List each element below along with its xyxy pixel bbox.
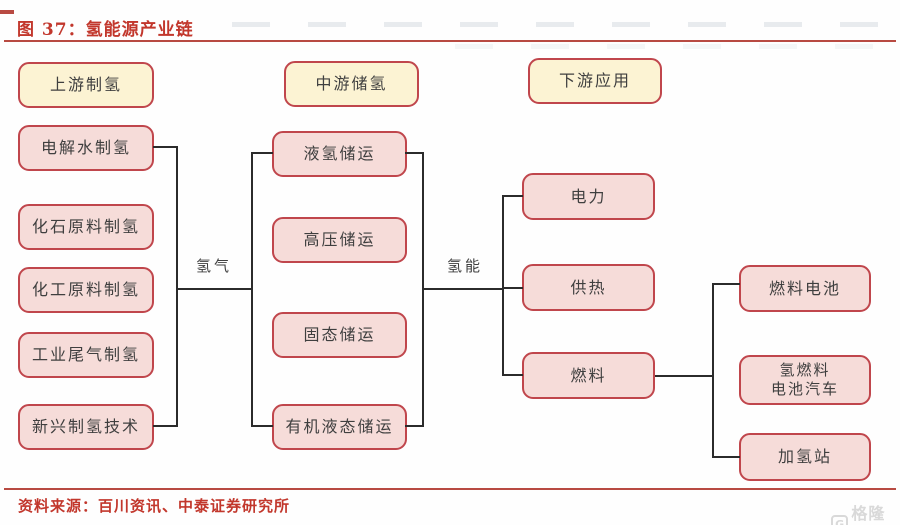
- connector-line: [176, 288, 253, 290]
- node-refueling-station: 加氢站: [739, 433, 871, 481]
- connector-line: [405, 425, 424, 427]
- node-power: 电力: [522, 173, 655, 220]
- connector-line: [153, 146, 177, 148]
- source-note: 资料来源：百川资讯、中泰证券研究所: [18, 497, 291, 515]
- node-fuel-cell-vehicle: 氢燃料 电池汽车: [739, 355, 871, 405]
- connector-line: [502, 195, 523, 197]
- header-upstream: 上游制氢: [18, 62, 154, 108]
- connector-line: [502, 374, 523, 376]
- watermark-gelonghui: G 格隆汇: [831, 500, 900, 525]
- connector-line: [251, 425, 273, 427]
- figure-title: 图 37：氢能源产业链: [17, 20, 194, 40]
- connector-line: [712, 456, 740, 458]
- node-organic-liquid-storage: 有机液态储运: [272, 404, 407, 450]
- node-emerging-tech: 新兴制氢技术: [18, 404, 154, 450]
- header-midstream: 中游储氢: [284, 61, 419, 107]
- label-hydrogen-energy: 氢能: [446, 257, 483, 275]
- connector-line: [502, 287, 523, 289]
- node-industrial-tailgas: 工业尾气制氢: [18, 332, 154, 378]
- node-electrolysis-hydrogen: 电解水制氢: [18, 125, 154, 171]
- node-high-pressure-storage: 高压储运: [272, 217, 407, 263]
- connector-line: [422, 152, 424, 427]
- node-fuel: 燃料: [522, 352, 655, 399]
- node-fuel-cell: 燃料电池: [739, 265, 871, 312]
- faint-watermark-dashes: [232, 22, 898, 27]
- footer-rule: [4, 488, 896, 490]
- node-fossil-feedstock: 化石原料制氢: [18, 204, 154, 250]
- header-downstream: 下游应用: [528, 58, 662, 104]
- connector-line: [655, 375, 713, 377]
- connector-line: [405, 152, 424, 154]
- connector-line: [176, 146, 178, 427]
- watermark-text: 格隆汇: [851, 504, 886, 523]
- gelonghui-logo-icon: G: [831, 515, 849, 525]
- node-chemical-feedstock: 化工原料制氢: [18, 267, 154, 313]
- connector-line: [502, 195, 504, 376]
- connector-line: [422, 288, 503, 290]
- label-hydrogen-gas: 氢气: [195, 257, 232, 275]
- connector-line: [712, 283, 714, 458]
- title-underline: [4, 40, 896, 42]
- corner-red-mark: [0, 10, 14, 14]
- node-liquid-hydrogen-storage: 液氢储运: [272, 131, 407, 177]
- node-solid-state-storage: 固态储运: [272, 312, 407, 358]
- connector-line: [251, 152, 273, 154]
- connector-line: [153, 425, 177, 427]
- faint-watermark-dashes: [455, 44, 898, 49]
- node-heating: 供热: [522, 264, 655, 311]
- connector-line: [251, 152, 253, 427]
- connector-line: [712, 283, 740, 285]
